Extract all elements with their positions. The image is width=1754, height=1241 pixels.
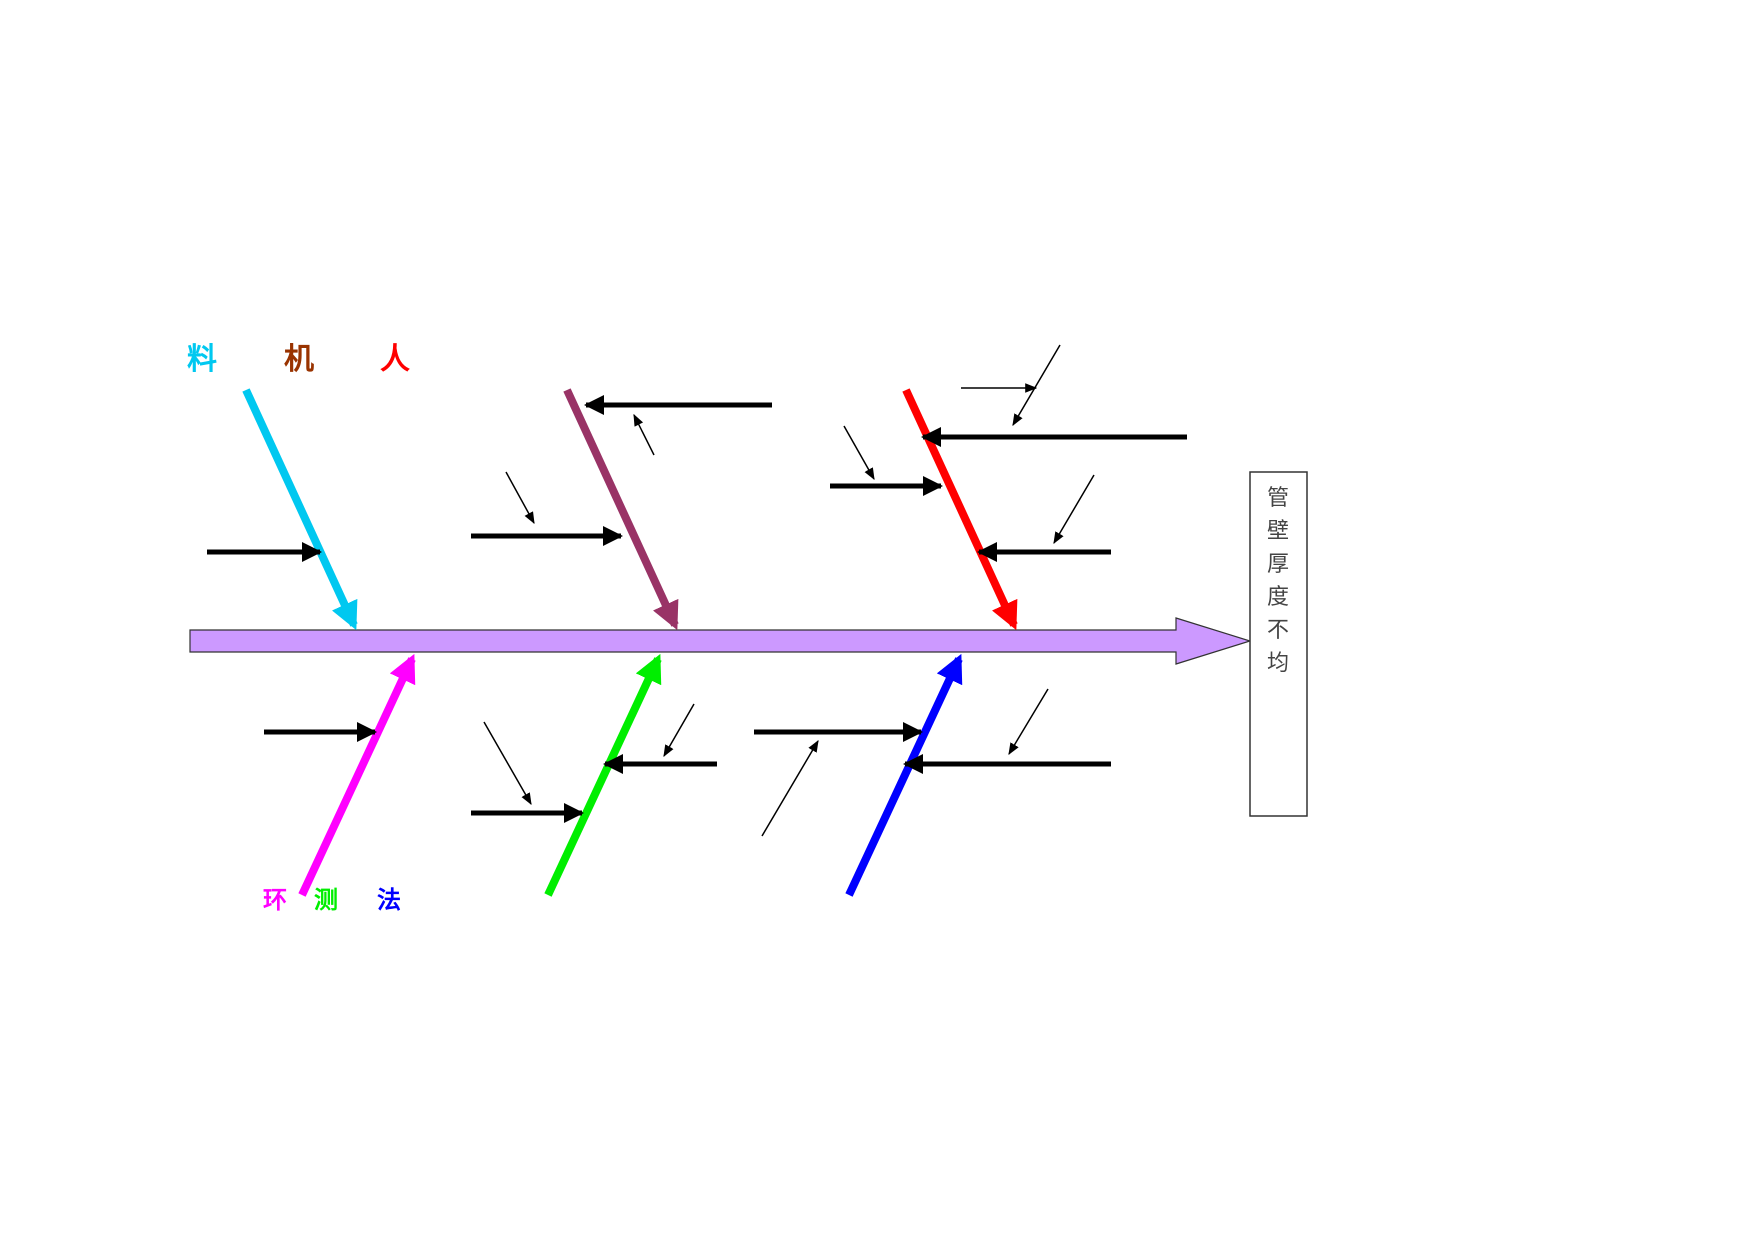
sub-cause-arrow	[633, 413, 655, 456]
sub-cause-arrow	[505, 471, 535, 525]
bone-huan	[298, 653, 416, 897]
category-label-liao: 料	[187, 342, 217, 377]
bone-ce	[544, 653, 662, 897]
effect-char: 管	[1267, 486, 1289, 511]
sub-cause-arrows	[483, 344, 1095, 837]
effect-char: 不	[1267, 618, 1289, 643]
effect-box	[1249, 471, 1308, 817]
sub-cause-arrow	[1012, 344, 1061, 427]
bone-fa	[845, 653, 963, 897]
bone-ren	[902, 388, 1018, 631]
category-label-fa: 法	[377, 886, 401, 914]
effect-char: 均	[1267, 651, 1289, 676]
sub-cause-arrow	[1008, 688, 1049, 756]
bone-ji	[563, 388, 679, 631]
category-label-huan: 环	[263, 886, 287, 914]
sub-cause-arrow	[843, 425, 875, 481]
bone-liao	[242, 388, 358, 631]
effect-char: 壁	[1267, 519, 1289, 544]
category-label-ji: 机	[284, 342, 314, 377]
sub-cause-arrow	[663, 703, 695, 758]
category-label-ce: 测	[314, 886, 338, 914]
sub-cause-arrow	[761, 739, 819, 837]
effect-char: 度	[1267, 585, 1289, 610]
cause-arrows	[207, 395, 1187, 823]
sub-cause-arrow	[483, 721, 532, 806]
spine-arrow	[189, 617, 1253, 665]
effect-label: 管 壁 厚 度 不 均	[1267, 486, 1289, 676]
effect-char: 厚	[1267, 552, 1289, 577]
category-label-ren: 人	[380, 342, 410, 377]
sub-cause-arrow	[1053, 474, 1095, 545]
